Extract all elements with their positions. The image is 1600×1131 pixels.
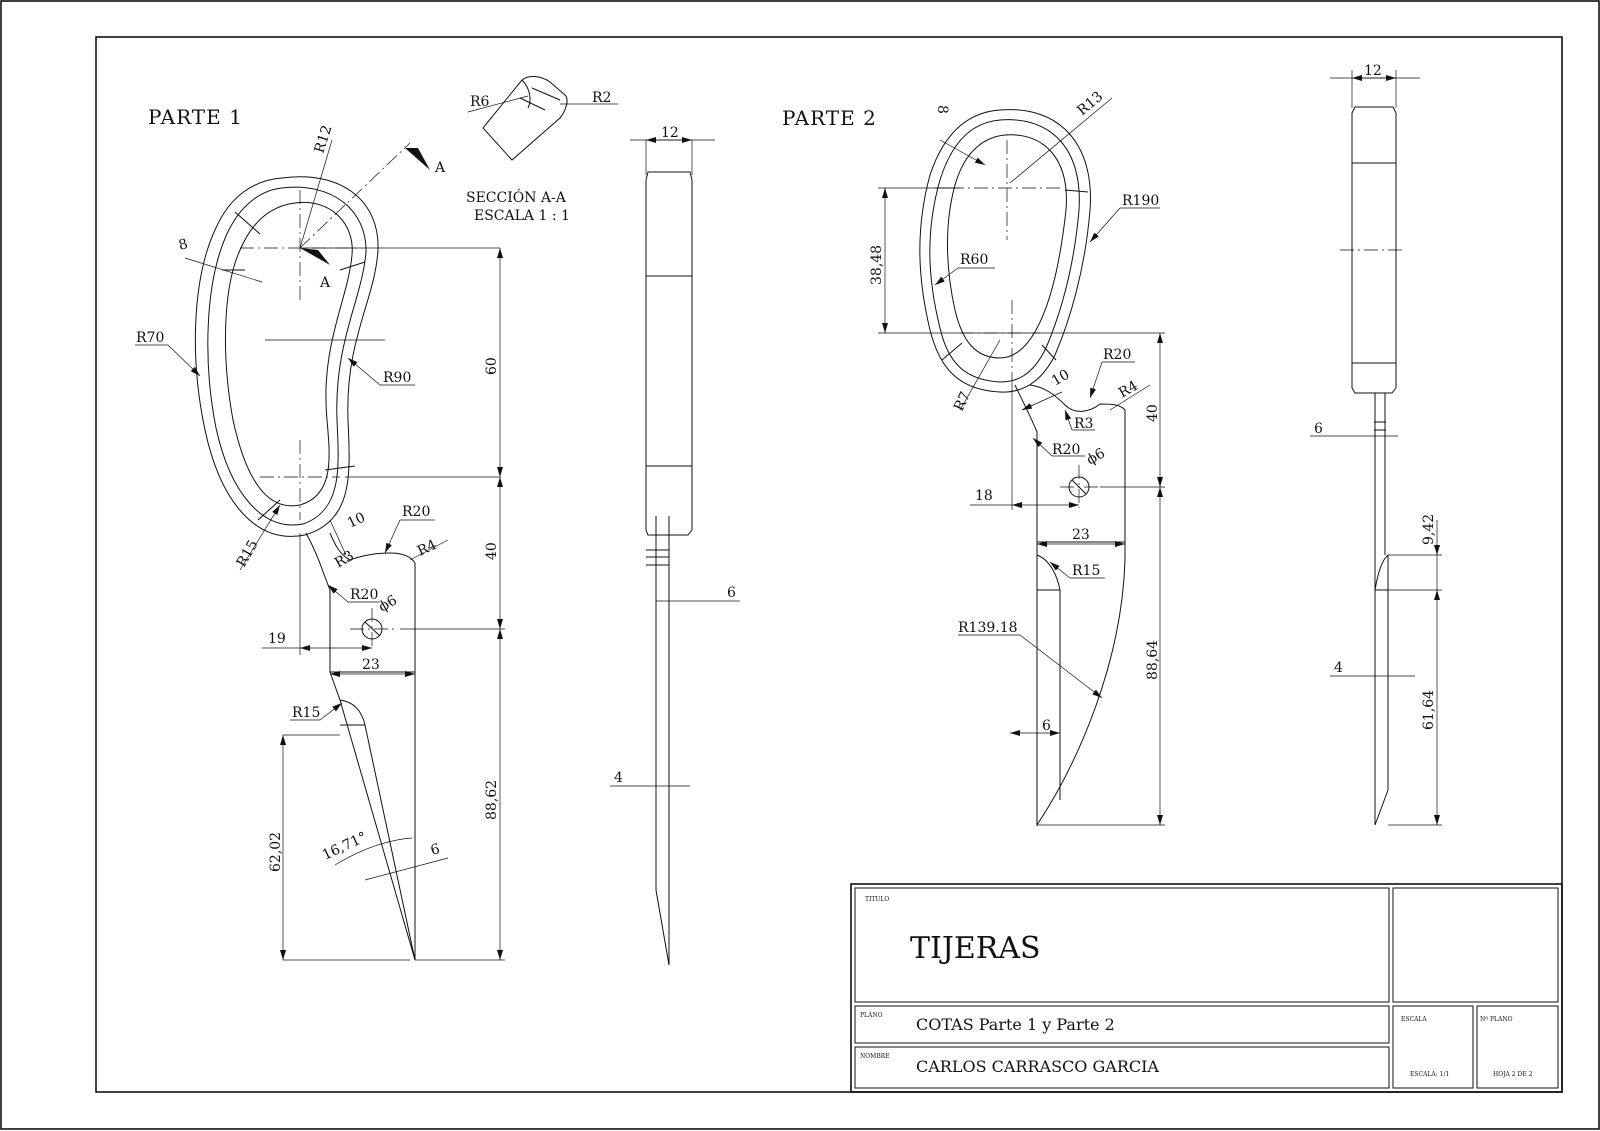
- escala-value: ESCALA: 1/1: [1410, 1071, 1449, 1078]
- dim-6: 6: [429, 841, 442, 859]
- side2-dim-4: 4: [1334, 660, 1343, 676]
- nplano-label: Nº PLANO: [1480, 1016, 1513, 1023]
- p2-dim-r20a: R20: [1103, 347, 1131, 363]
- dim-r3: R3: [332, 548, 357, 572]
- part2-side-view: 12 6 9,42 61,64 4: [1310, 63, 1442, 826]
- dim-10: 10: [345, 510, 368, 532]
- nombre-value: CARLOS CARRASCO GARCIA: [916, 1057, 1159, 1076]
- side1-dim-6: 6: [727, 585, 736, 601]
- dim-r70: R70: [136, 330, 164, 346]
- drawing-title: TIJERAS: [910, 931, 1041, 966]
- section-letter-a1: A: [434, 160, 446, 176]
- p2-dim-88-64: 88,64: [1145, 640, 1161, 680]
- escala-label: ESCALA: [1401, 1016, 1427, 1023]
- dim-phi6: ϕ6: [376, 592, 400, 615]
- dim-40: 40: [484, 542, 500, 560]
- side1-dim-12: 12: [661, 125, 679, 141]
- nombre-label: NOMBRE: [860, 1053, 890, 1060]
- part1-side-view: 12 6 4: [610, 125, 740, 966]
- p2-dim-r20b: R20: [1052, 442, 1080, 458]
- part1-front-view: PARTE 1 A A: [135, 105, 505, 961]
- section-letter-a2: A: [319, 275, 331, 291]
- p2-dim-8: 8: [934, 105, 950, 114]
- p2-dim-r4: R4: [1116, 378, 1141, 402]
- plano-value: COTAS Parte 1 y Parte 2: [916, 1015, 1115, 1034]
- dim-r20a: R20: [402, 504, 430, 520]
- part2-front-view: PARTE 2 38,48 40 88,64: [782, 89, 1165, 827]
- p2-dim-10: 10: [1049, 367, 1072, 390]
- dim-r12: R12: [312, 123, 336, 155]
- dim-r20b: R20: [350, 587, 378, 603]
- side2-dim-6: 6: [1314, 421, 1323, 437]
- p2-dim-r15: R15: [1072, 563, 1100, 579]
- part2-label: PARTE 2: [782, 106, 877, 130]
- p2-dim-18: 18: [975, 488, 993, 504]
- side2-dim-12: 12: [1364, 63, 1382, 79]
- hoja-value: HOJA 2 DE 2: [1493, 1071, 1533, 1078]
- p2-dim-23: 23: [1072, 527, 1090, 543]
- dim-r4: R4: [415, 537, 439, 560]
- inner-border: [95, 36, 1563, 1093]
- dim-62-02: 62,02: [268, 832, 284, 872]
- plano-label: PLANO: [860, 1012, 883, 1019]
- p2-dim-r3: R3: [1074, 416, 1093, 432]
- p2-dim-r7: R7: [951, 389, 974, 413]
- dim-r90: R90: [383, 370, 411, 386]
- dim-88-62: 88,62: [484, 780, 500, 820]
- dim-8: 8: [177, 236, 190, 254]
- side2-dim-61-64: 61,64: [1421, 690, 1437, 730]
- dim-r2: R2: [592, 90, 611, 106]
- side1-dim-4: 4: [614, 770, 623, 786]
- section-a-a-view: R6 R2 SECCIÓN A-A ESCALA 1 : 1: [466, 76, 618, 224]
- dim-19: 19: [268, 631, 286, 647]
- section-title: SECCIÓN A-A: [466, 188, 567, 206]
- dim-r6: R6: [470, 94, 490, 110]
- p2-dim-40: 40: [1145, 404, 1161, 422]
- title-block: TITULO TIJERAS PLANO COTAS Parte 1 y Par…: [850, 883, 1563, 1093]
- p2-dim-r190: R190: [1122, 193, 1159, 209]
- p2-dim-r13: R13: [1074, 89, 1106, 119]
- side2-dim-9-42: 9,42: [1421, 514, 1437, 545]
- p2-dim-38-48: 38,48: [869, 245, 885, 285]
- dim-60: 60: [484, 357, 500, 375]
- part1-label: PARTE 1: [148, 105, 243, 129]
- section-scale: ESCALA 1 : 1: [474, 208, 570, 224]
- p2-dim-phi6: ϕ6: [1084, 445, 1108, 468]
- dim-23: 23: [362, 657, 380, 673]
- p2-dim-r60: R60: [960, 252, 988, 268]
- p2-dim-6: 6: [1042, 718, 1051, 734]
- p2-dim-r139: R139.18: [958, 620, 1018, 636]
- dim-angle: 16,71°: [320, 829, 369, 863]
- dim-r15b: R15: [292, 705, 320, 721]
- titulo-label: TITULO: [865, 896, 889, 903]
